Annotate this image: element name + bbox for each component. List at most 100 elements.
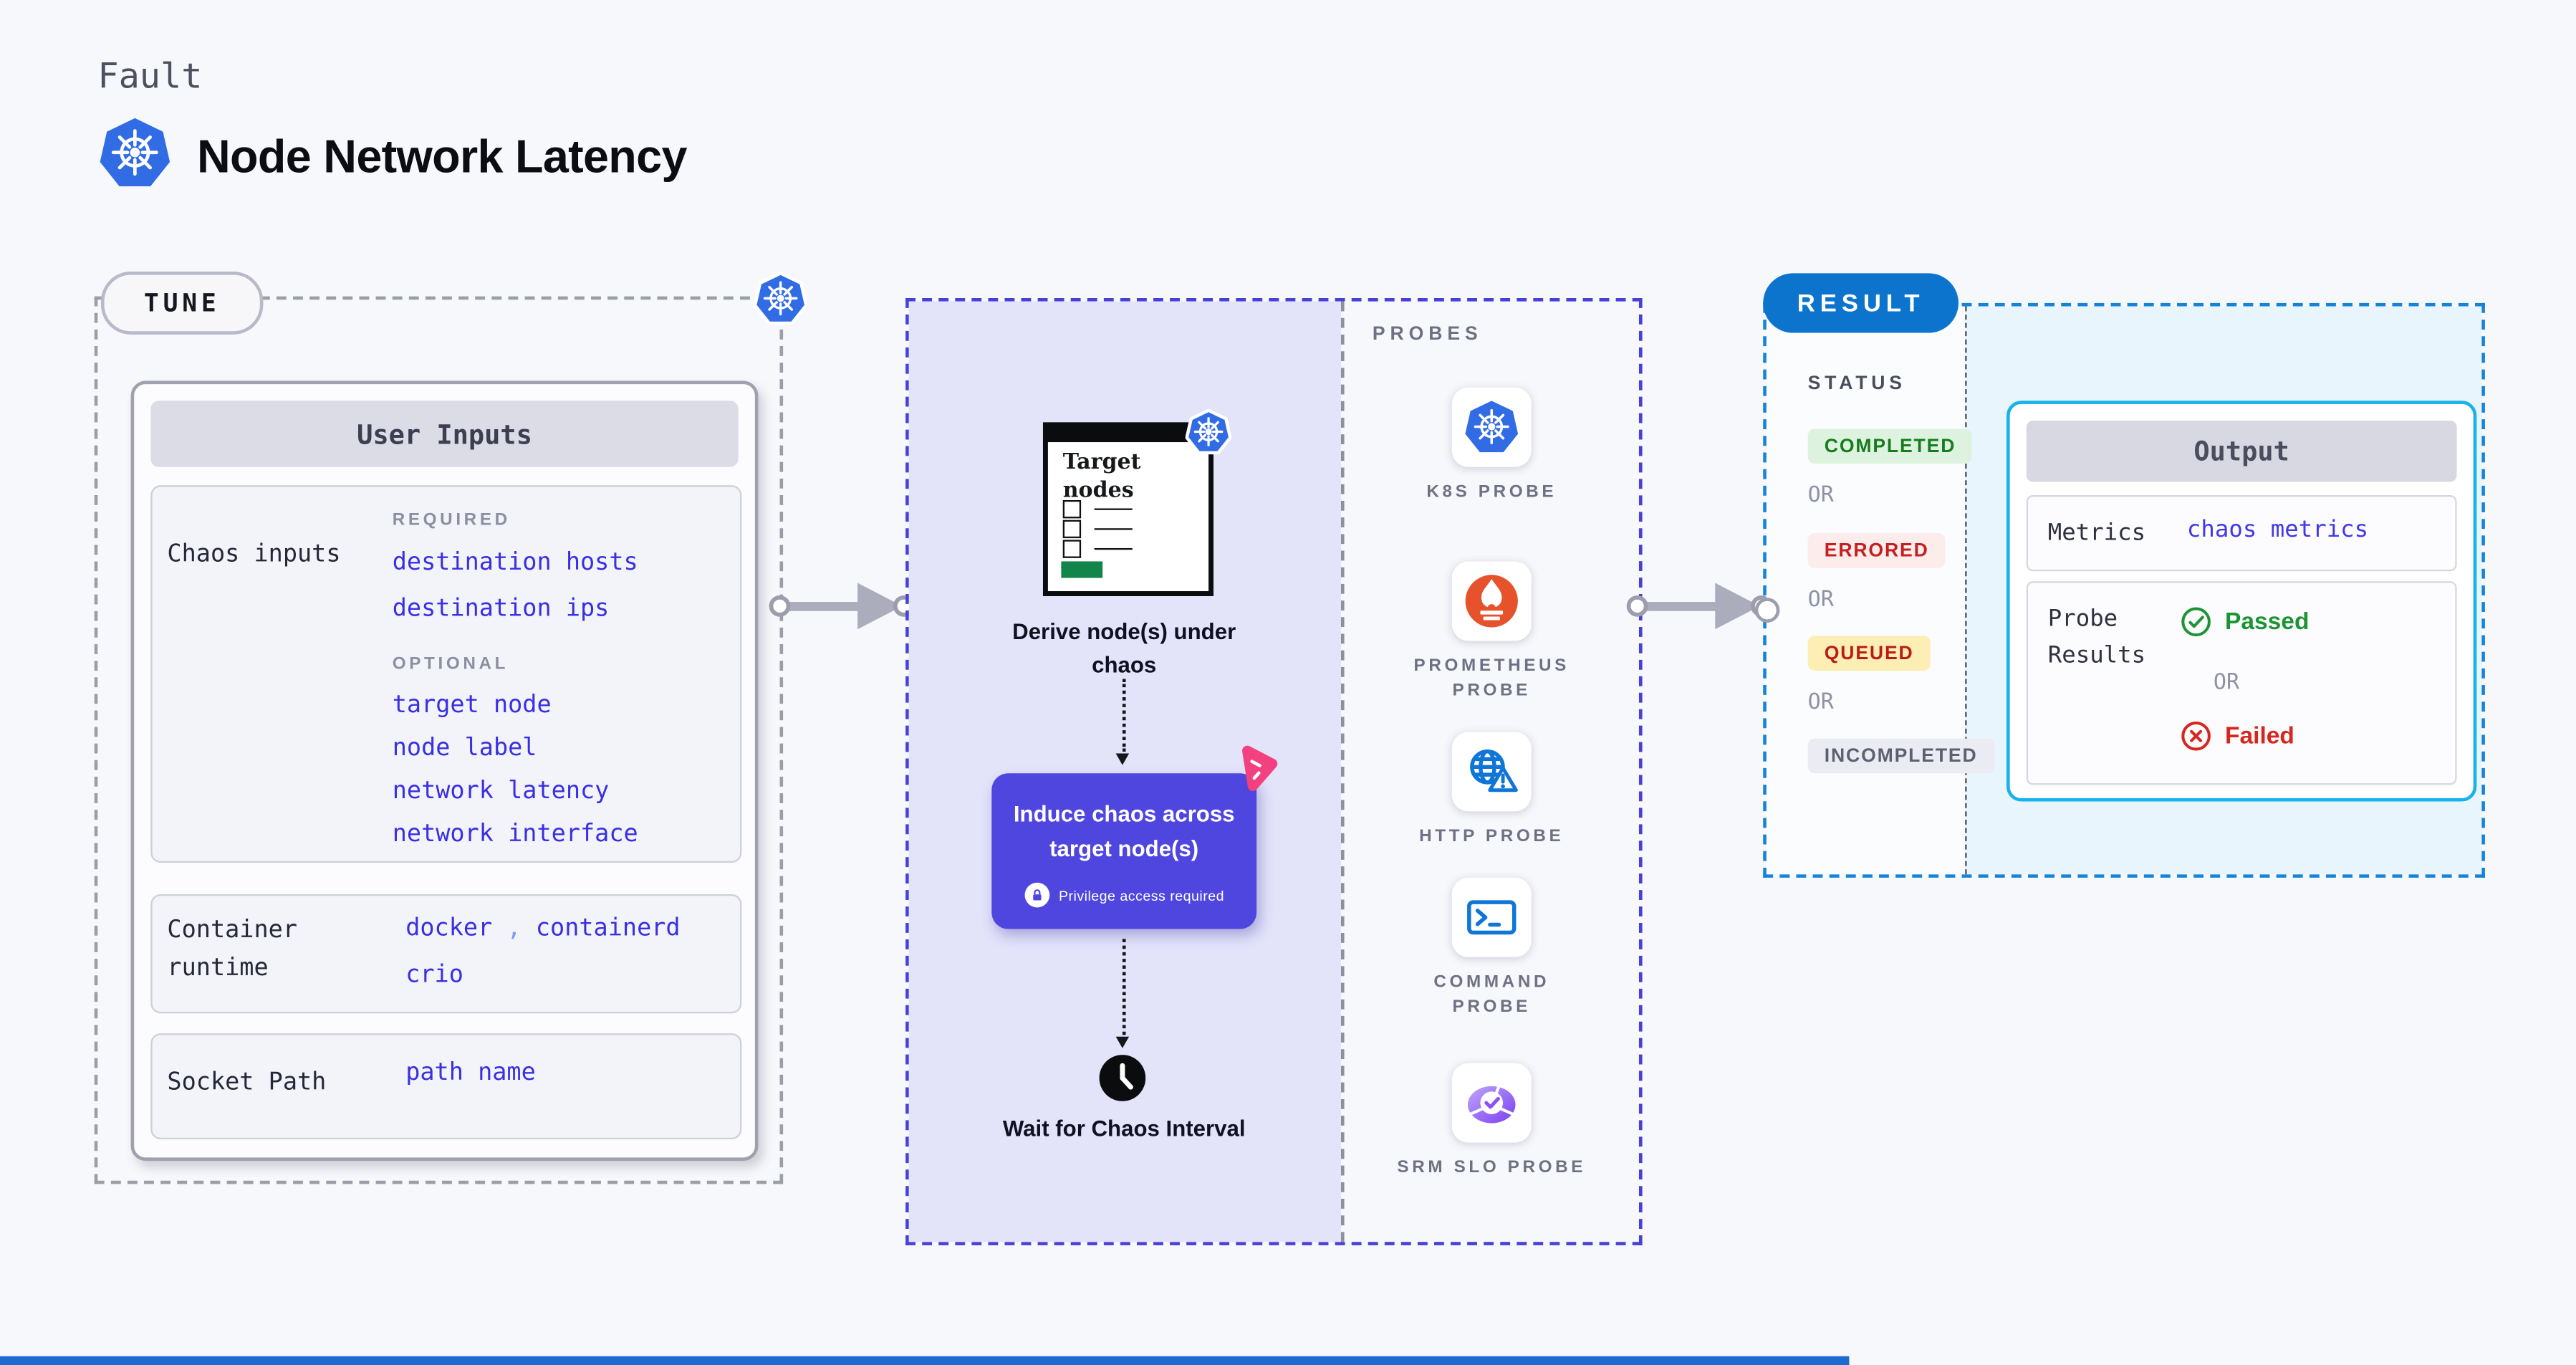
link-destination-hosts[interactable]: destination hosts (392, 550, 638, 577)
probe-item: HTTP PROBE (1345, 732, 1639, 848)
or-label: OR (1807, 690, 1834, 716)
checkbox-row (1062, 540, 1133, 558)
or-label: OR (1807, 588, 1834, 613)
arrow-down-icon (1115, 1036, 1130, 1055)
globe-warning-icon (1451, 732, 1532, 812)
status-label: STATUS (1807, 374, 1906, 395)
or-label: OR (2213, 670, 2240, 696)
status-column (1766, 306, 1966, 875)
probe-item: COMMAND PROBE (1345, 877, 1639, 1019)
container-runtime-label: Container runtime (167, 917, 298, 982)
privilege-note: Privilege access required (1058, 886, 1224, 904)
failed-label: Failed (2225, 722, 2294, 749)
optional-label: OPTIONAL (392, 653, 509, 674)
litmus-chaos-icon (1234, 745, 1280, 800)
probe-label: SRM SLO PROBE (1397, 1157, 1587, 1178)
status-badge-queued: QUEUED (1807, 636, 1931, 671)
link-node-label[interactable]: node label (392, 735, 537, 762)
x-circle-icon (2181, 721, 2211, 751)
result-section: RESULT STATUS COMPLETED OR ERRORED OR QU… (1754, 273, 2485, 878)
fault-kicker: Fault (97, 56, 203, 97)
status-badge-incompleted: INCOMPLETED (1807, 738, 1994, 774)
prometheus-icon (1451, 561, 1532, 641)
checkbox-row (1062, 499, 1133, 519)
link-target-node[interactable]: target node (392, 692, 552, 719)
chaos-inputs-card: Chaos inputs REQUIRED destination hosts … (150, 485, 742, 863)
chaos-inputs-label: Chaos inputs (167, 541, 341, 568)
socket-path-card: Socket Path path name (150, 1033, 742, 1140)
link-path-name[interactable]: path name (405, 1060, 536, 1087)
link-network-interface[interactable]: network interface (392, 821, 638, 848)
arrow-tune-to-execution (769, 583, 914, 630)
link-containerd[interactable]: containerd (535, 916, 681, 942)
execution-section: Target nodes (905, 297, 1643, 1245)
link-network-latency[interactable]: network latency (392, 778, 610, 805)
probe-label: HTTP PROBE (1419, 826, 1565, 846)
kubernetes-icon (1451, 387, 1532, 467)
metrics-label: Metrics (2047, 519, 2146, 547)
or-label: OR (1807, 483, 1834, 509)
derive-step-label: Derive node(s) under chaos (1012, 619, 1236, 677)
container-runtime-card: Container runtime docker , containerd cr… (150, 894, 742, 1014)
checkbox-icon (1062, 519, 1082, 539)
status-badge-completed: COMPLETED (1807, 428, 1973, 464)
privilege-row: Privilege access required (991, 882, 1256, 908)
checkbox-row (1062, 519, 1133, 539)
output-header: Output (2026, 421, 2457, 482)
bottom-accent-bar (0, 1356, 1850, 1365)
user-inputs-card: User Inputs Chaos inputs REQUIRED destin… (130, 380, 759, 1162)
socket-path-label: Socket Path (167, 1069, 327, 1096)
kubernetes-icon (753, 271, 808, 335)
title-row: Node Network Latency (97, 116, 687, 199)
line (1094, 527, 1133, 531)
probe-label: K8S PROBE (1426, 482, 1557, 502)
probe-item: SRM SLO PROBE (1345, 1063, 1639, 1180)
progress-bar (1061, 561, 1103, 578)
tune-pill: TUNE (100, 272, 264, 335)
induce-chaos-box: Induce chaos across target node(s) Privi… (991, 745, 1278, 929)
target-nodes-title: Target nodes (1062, 450, 1141, 504)
user-inputs-header: User Inputs (150, 401, 739, 467)
slo-pie-check-icon (1451, 1063, 1532, 1143)
output-card: Output Metrics chaos metrics Probe Resul… (2006, 401, 2477, 802)
terminal-icon (1451, 877, 1532, 957)
probe-item: PROMETHEUS PROBE (1345, 561, 1639, 702)
checkbox-icon (1062, 540, 1082, 558)
probe-results-label: Probe Results (2047, 605, 2146, 669)
page-title: Node Network Latency (197, 130, 687, 183)
flow-connector (1122, 939, 1126, 1035)
link-chaos-metrics[interactable]: chaos metrics (2186, 517, 2369, 544)
probe-label: COMMAND PROBE (1433, 972, 1550, 1017)
passed-label: Passed (2225, 608, 2310, 636)
required-label: REQUIRED (392, 509, 511, 530)
probe-label: PROMETHEUS PROBE (1413, 656, 1570, 700)
link-docker[interactable]: docker (405, 916, 493, 942)
flow-connector (1122, 679, 1126, 752)
check-circle-icon (2181, 607, 2211, 637)
target-nodes-window: Target nodes (1042, 408, 1232, 596)
wait-step-label: Wait for Chaos Interval (1002, 1116, 1246, 1141)
status-badge-errored: ERRORED (1807, 533, 1946, 568)
runtime-values-line1: docker , containerd (405, 916, 680, 942)
metrics-row: Metrics chaos metrics (2026, 495, 2457, 572)
probes-label: PROBES (1372, 324, 1483, 345)
tune-section: TUNE User Inputs Chaos inputs REQUIRED d… (94, 271, 808, 1184)
failed-row: Failed (2181, 720, 2294, 752)
induce-step-label: Induce chaos across target node(s) (1013, 801, 1235, 861)
checkbox-icon (1062, 499, 1082, 519)
arrow-down-icon (1115, 753, 1130, 772)
passed-row: Passed (2181, 606, 2310, 638)
probe-results-row: Probe Results Passed OR Failed (2026, 581, 2457, 785)
result-pill: RESULT (1763, 273, 1959, 333)
link-destination-ips[interactable]: destination ips (392, 595, 610, 623)
arrow-probes-to-result (1626, 583, 1772, 630)
window-titlebar (1046, 425, 1211, 443)
link-crio[interactable]: crio (405, 962, 463, 989)
probe-item: K8S PROBE (1345, 387, 1639, 504)
kubernetes-icon (1185, 408, 1232, 464)
clock-icon (1099, 1055, 1146, 1109)
execution-area: Target nodes (908, 301, 1341, 1242)
kubernetes-icon (97, 116, 172, 199)
